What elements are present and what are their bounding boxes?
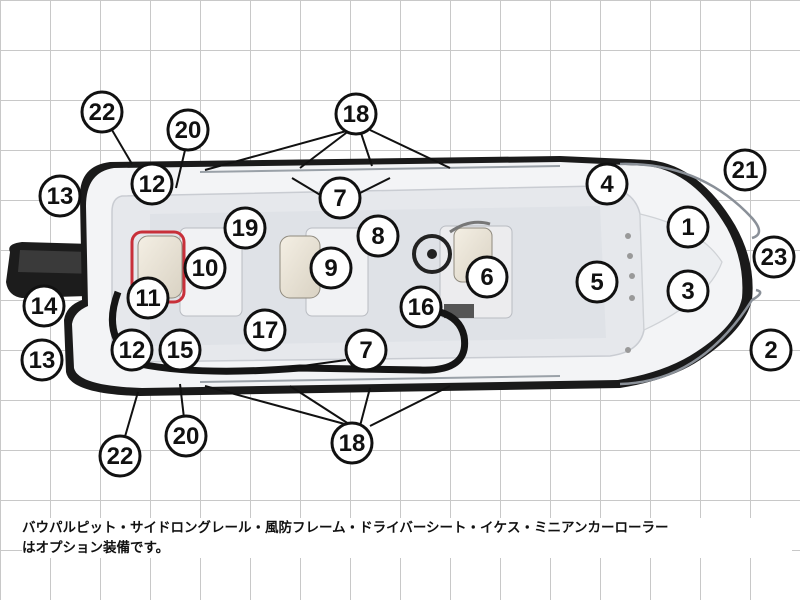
- svg-text:23: 23: [761, 244, 788, 271]
- callout-4: 4: [585, 162, 629, 206]
- svg-text:12: 12: [119, 337, 146, 364]
- svg-text:20: 20: [173, 423, 200, 450]
- svg-text:22: 22: [89, 99, 116, 126]
- callout-18-top: 18: [334, 92, 378, 136]
- callout-15: 15: [158, 328, 202, 372]
- svg-text:3: 3: [681, 278, 694, 305]
- callout-6: 6: [465, 255, 509, 299]
- svg-text:18: 18: [339, 430, 366, 457]
- svg-text:15: 15: [167, 337, 194, 364]
- callout-20-top: 20: [166, 108, 210, 152]
- callout-22-top: 22: [80, 90, 124, 134]
- callout-7-top: 7: [318, 176, 362, 220]
- svg-text:22: 22: [107, 443, 134, 470]
- callout-20-bottom: 20: [164, 414, 208, 458]
- callout-16: 16: [399, 285, 443, 329]
- svg-text:13: 13: [29, 347, 56, 374]
- callout-5: 5: [575, 260, 619, 304]
- callout-3: 3: [666, 269, 710, 313]
- callout-1: 1: [666, 205, 710, 249]
- svg-text:11: 11: [135, 285, 160, 312]
- svg-text:13: 13: [47, 183, 74, 210]
- callout-23: 23: [752, 235, 796, 279]
- caption-line-1: バウパルピット・サイドロングレール・風防フレーム・ドライバーシート・イケス・ミニ…: [22, 520, 669, 536]
- svg-text:9: 9: [324, 255, 337, 282]
- callout-12-bottom: 12: [110, 328, 154, 372]
- callout-9: 9: [309, 246, 353, 290]
- callout-8: 8: [356, 214, 400, 258]
- leader-lines: [111, 129, 451, 441]
- svg-text:17: 17: [252, 317, 279, 344]
- svg-text:8: 8: [371, 223, 384, 250]
- callout-11: 11: [126, 276, 170, 320]
- callout-2: 2: [749, 328, 793, 372]
- callout-12-top: 12: [130, 162, 174, 206]
- callout-19: 19: [223, 206, 267, 250]
- callout-22-bottom: 22: [98, 434, 142, 478]
- svg-text:6: 6: [480, 264, 493, 291]
- options-caption: バウパルピット・サイドロングレール・風防フレーム・ドライバーシート・イケス・ミニ…: [22, 518, 792, 558]
- svg-text:7: 7: [359, 337, 372, 364]
- callout-7-bottom: 7: [344, 328, 388, 372]
- svg-text:12: 12: [139, 171, 166, 198]
- svg-text:19: 19: [232, 215, 259, 242]
- svg-text:10: 10: [192, 255, 219, 282]
- svg-text:20: 20: [175, 117, 202, 144]
- svg-text:5: 5: [590, 269, 603, 296]
- svg-text:2: 2: [764, 337, 777, 364]
- svg-text:18: 18: [343, 101, 370, 128]
- svg-text:1: 1: [681, 214, 694, 241]
- callout-18-bottom: 18: [330, 421, 374, 465]
- callout-10: 10: [183, 246, 227, 290]
- callout-14: 14: [22, 284, 66, 328]
- callout-13-top: 13: [38, 174, 82, 218]
- caption-line-2: はオプション装備です。: [22, 540, 170, 556]
- svg-text:16: 16: [408, 294, 435, 321]
- callout-21: 21: [723, 148, 767, 192]
- svg-text:14: 14: [31, 293, 58, 320]
- svg-text:4: 4: [600, 171, 614, 198]
- callout-17: 17: [243, 308, 287, 352]
- callout-13-bottom: 13: [20, 338, 64, 382]
- svg-text:7: 7: [333, 185, 346, 212]
- svg-text:21: 21: [732, 157, 759, 184]
